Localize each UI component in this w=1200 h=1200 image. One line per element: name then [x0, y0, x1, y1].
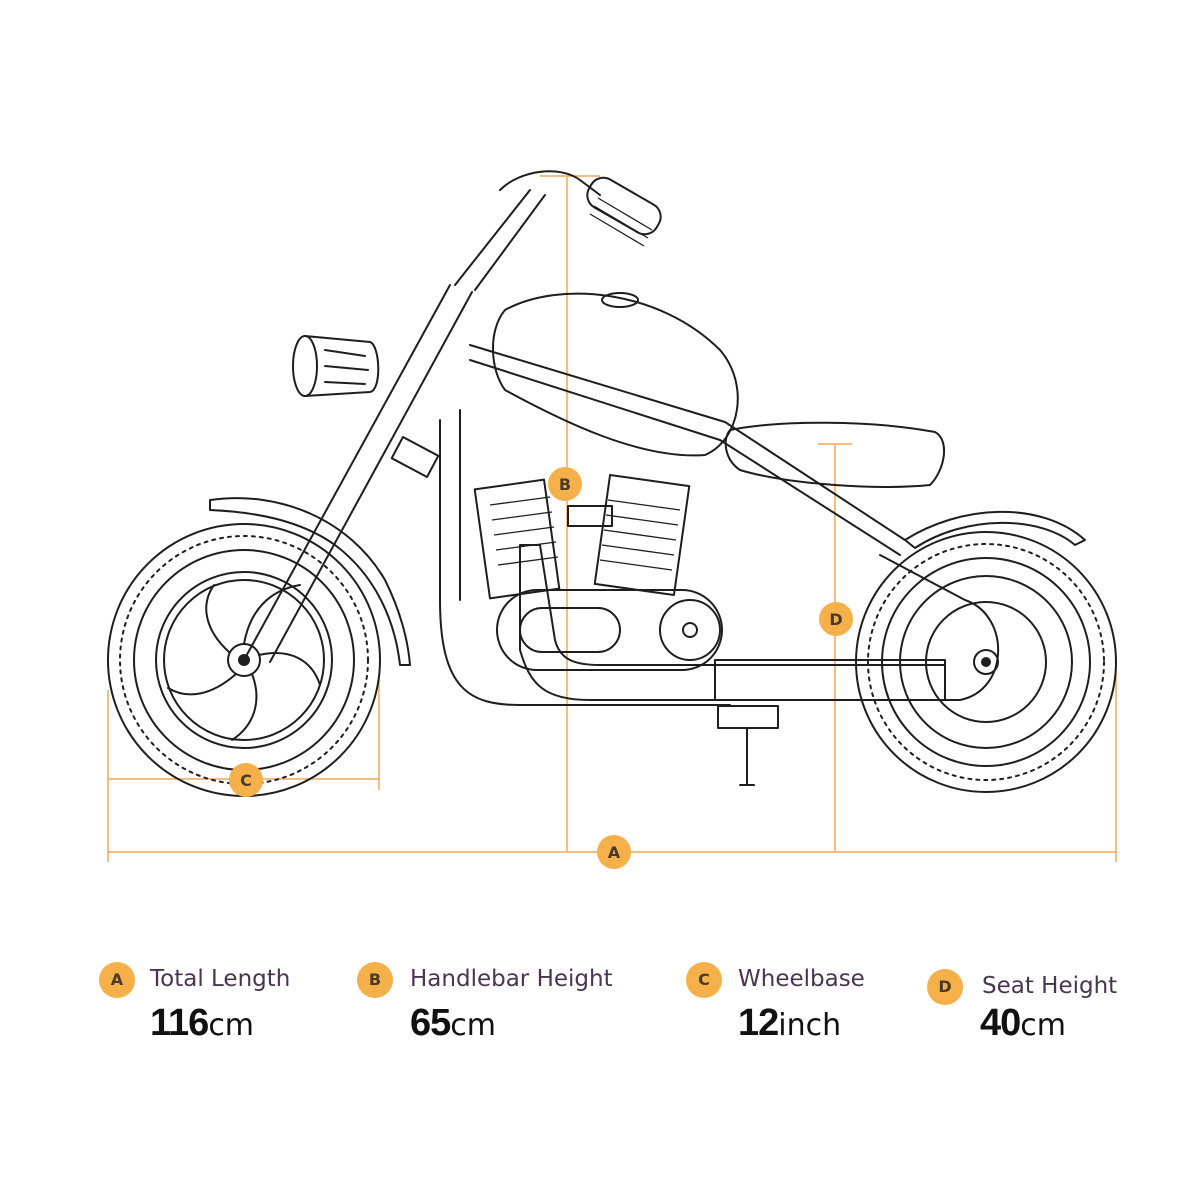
dim-badge-d: D — [819, 602, 853, 636]
spec-badge-a: A — [99, 962, 135, 998]
svg-text:A: A — [608, 843, 621, 862]
rear-fender — [904, 510, 1086, 549]
spec-number: 65 — [410, 1002, 451, 1044]
spec-number: 116 — [150, 1002, 209, 1044]
frame — [439, 344, 906, 706]
spec-unit: cm — [1020, 1008, 1066, 1043]
fuel-tank — [492, 292, 739, 457]
exhaust-pipe — [519, 544, 946, 701]
kickstand — [717, 705, 779, 786]
fuel-cap — [601, 292, 639, 308]
spec-unit: inch — [778, 1008, 842, 1043]
front-fork — [243, 189, 546, 663]
dim-badge-a: A — [597, 835, 631, 869]
spec-value: 12inch — [738, 1002, 841, 1045]
spec-badge-b: B — [357, 962, 393, 998]
spec-label: Seat Height — [982, 973, 1118, 999]
spec-label: Handlebar Height — [410, 966, 613, 992]
motorcycle-diagram: B D C A — [107, 170, 1117, 869]
swing-arm — [879, 554, 1000, 701]
spec-seat-height: D Seat Height 40cm — [927, 967, 1177, 1057]
spec-number: 40 — [980, 1002, 1021, 1044]
spec-label: Total Length — [150, 966, 291, 992]
spec-badge-c: C — [686, 962, 722, 998]
spec-unit: cm — [450, 1008, 496, 1043]
handlebar — [499, 170, 662, 247]
spec-value: 116cm — [150, 1002, 254, 1045]
spec-wheelbase: C Wheelbase 12inch — [686, 960, 916, 1050]
svg-text:C: C — [240, 771, 252, 790]
front-fender — [209, 497, 411, 666]
rear-wheel — [855, 531, 1117, 793]
spec-label: Wheelbase — [738, 966, 865, 992]
svg-text:D: D — [829, 610, 842, 629]
spec-badge-d: D — [927, 969, 963, 1005]
headlight — [292, 335, 380, 397]
spec-total-length: A Total Length 116cm — [99, 960, 329, 1050]
motorcycle-drawing — [107, 170, 1117, 797]
spec-unit: cm — [208, 1008, 255, 1043]
spec-value: 40cm — [980, 1002, 1066, 1045]
spec-value: 65cm — [410, 1002, 496, 1045]
dim-badge-b: B — [548, 467, 582, 501]
svg-text:B: B — [559, 475, 571, 494]
muffler — [714, 659, 946, 701]
spec-number: 12 — [738, 1002, 779, 1044]
engine — [473, 473, 723, 671]
dim-badge-c: C — [229, 763, 263, 797]
seat — [724, 421, 946, 488]
spec-handlebar-height: B Handlebar Height 65cm — [357, 960, 657, 1050]
